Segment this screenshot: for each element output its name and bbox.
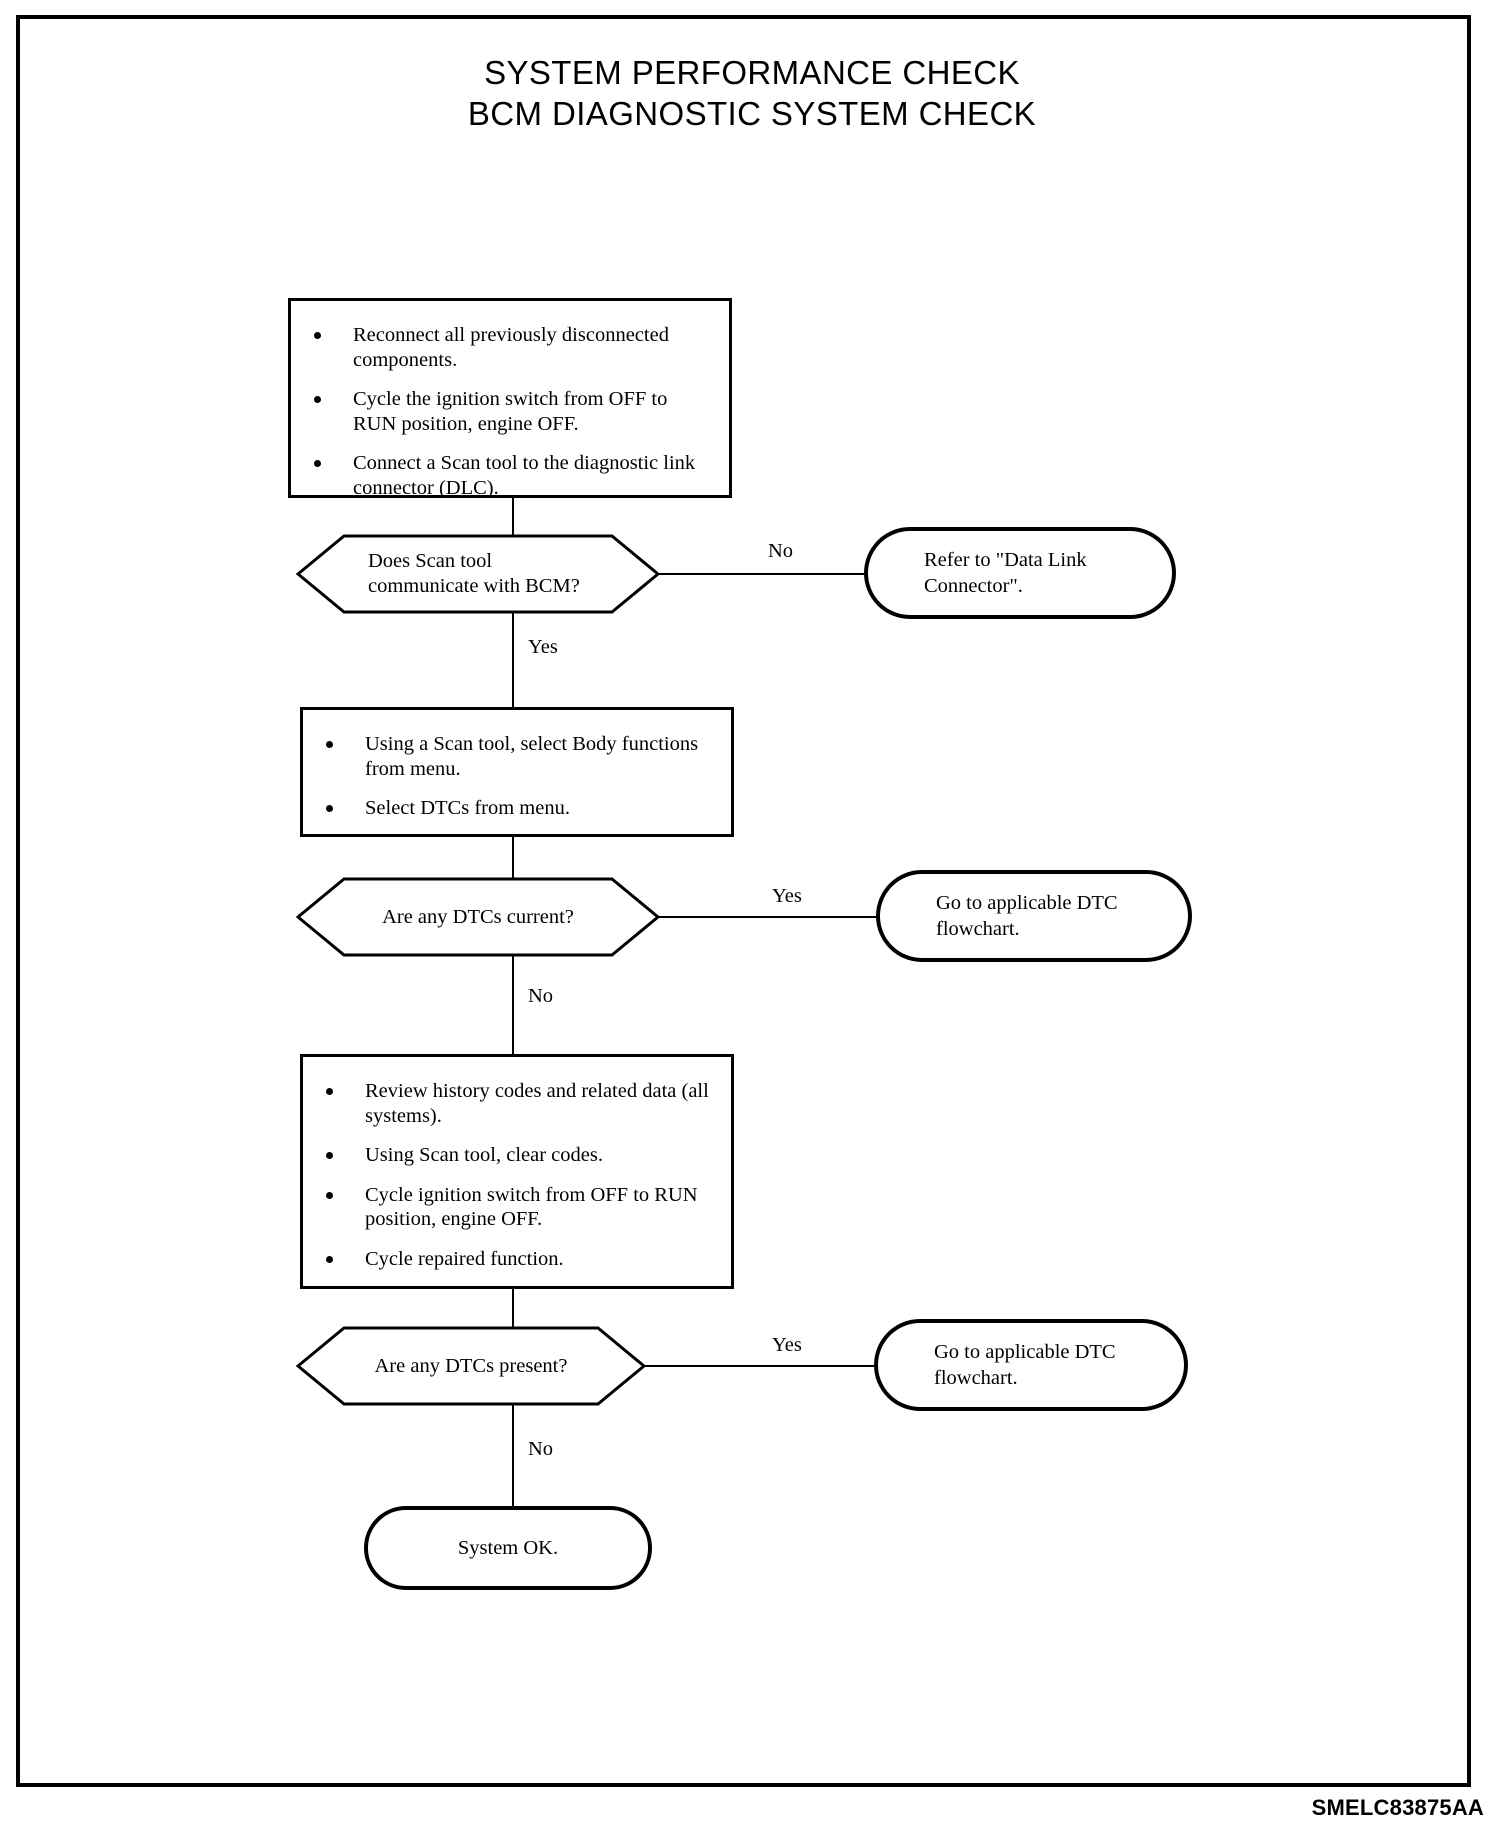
connector-step2-to-decision2	[512, 837, 514, 882]
bullet-text: Review history codes and related data (a…	[365, 1080, 709, 1127]
terminator-text: Refer to "Data Link Connector".	[924, 549, 1087, 597]
bullet-icon	[326, 1255, 333, 1263]
connector-decision1-no	[658, 573, 870, 575]
connector-step1-to-decision1	[512, 498, 514, 540]
bullet-text: Connect a Scan tool to the diagnostic li…	[353, 452, 696, 499]
decision-hexagon-1: Does Scan tool communicate with BCM?	[296, 533, 660, 615]
figure-id-label: SMELC83875AA	[1311, 1795, 1484, 1820]
terminator-text: System OK.	[457, 1537, 559, 1559]
branch-label-yes-1: Yes	[528, 636, 558, 658]
list-item: Cycle repaired function.	[313, 1247, 717, 1272]
list-item: Using Scan tool, clear codes.	[313, 1143, 717, 1168]
bullet-icon	[326, 1152, 333, 1159]
connector-decision3-no	[512, 1403, 514, 1508]
list-item: Connect a Scan tool to the diagnostic li…	[301, 451, 715, 500]
list-item: Cycle the ignition switch from OFF to RU…	[301, 387, 715, 436]
bullet-icon	[314, 332, 321, 339]
connector-decision3-yes	[644, 1365, 880, 1367]
decision-1-label: Does Scan tool communicate with BCM?	[368, 550, 580, 597]
list-item: Review history codes and related data (a…	[313, 1079, 717, 1128]
terminator-goto-dtc-flowchart-2: Go to applicable DTC flowchart.	[874, 1319, 1188, 1411]
page-border-frame	[16, 15, 1471, 1787]
connector-decision2-no	[512, 954, 514, 1054]
bullet-icon	[326, 805, 333, 812]
terminator-goto-dtc-flowchart-1: Go to applicable DTC flowchart.	[876, 870, 1192, 962]
title-line-2: BCM DIAGNOSTIC SYSTEM CHECK	[467, 95, 1037, 132]
branch-label-yes-3: Yes	[772, 1334, 802, 1356]
terminator-system-ok: System OK.	[364, 1506, 652, 1590]
branch-label-yes-2: Yes	[772, 885, 802, 907]
bullet-text: Cycle repaired function.	[365, 1247, 564, 1270]
process-box-step2: Using a Scan tool, select Body functions…	[300, 707, 734, 837]
list-item: Reconnect all previously disconnected co…	[301, 323, 715, 372]
terminator-text: Go to applicable DTC flowchart.	[936, 892, 1118, 940]
decision-2-label: Are any DTCs current?	[382, 905, 574, 928]
connector-step3-to-decision3	[512, 1289, 514, 1331]
bullet-text: Reconnect all previously disconnected co…	[353, 324, 669, 371]
bullet-text: Select DTCs from menu.	[365, 797, 570, 819]
bullet-text: Using a Scan tool, select Body functions…	[365, 733, 699, 780]
bullet-icon	[326, 741, 333, 748]
process-box-step3: Review history codes and related data (a…	[300, 1054, 734, 1289]
list-item: Cycle ignition switch from OFF to RUN po…	[313, 1183, 717, 1232]
process-box-step1: Reconnect all previously disconnected co…	[288, 298, 732, 500]
connector-decision1-yes	[512, 611, 514, 707]
page-title: SYSTEM PERFORMANCE CHECK BCM DIAGNOSTIC …	[0, 52, 1504, 134]
bullet-icon	[326, 1191, 333, 1199]
bullet-icon	[314, 396, 321, 403]
branch-label-no-2: No	[528, 985, 554, 1007]
bullet-text: Using Scan tool, clear codes.	[365, 1144, 603, 1166]
connector-decision2-yes	[658, 916, 882, 918]
terminator-text: Go to applicable DTC flowchart.	[934, 1341, 1116, 1389]
bullet-icon	[314, 460, 321, 467]
bullet-icon	[326, 1088, 333, 1095]
title-line-1: SYSTEM PERFORMANCE CHECK	[484, 54, 1020, 91]
bullet-text: Cycle ignition switch from OFF to RUN po…	[365, 1183, 698, 1231]
decision-3-label: Are any DTCs present?	[374, 1354, 568, 1377]
decision-hexagon-2: Are any DTCs current?	[296, 876, 660, 958]
bullet-text: Cycle the ignition switch from OFF to RU…	[353, 388, 668, 435]
branch-label-no-1: No	[768, 540, 794, 562]
list-item: Select DTCs from menu.	[313, 796, 717, 821]
decision-hexagon-3: Are any DTCs present?	[296, 1325, 646, 1407]
list-item: Using a Scan tool, select Body functions…	[313, 732, 717, 781]
branch-label-no-3: No	[528, 1438, 554, 1460]
terminator-data-link-connector: Refer to "Data Link Connector".	[864, 527, 1176, 619]
